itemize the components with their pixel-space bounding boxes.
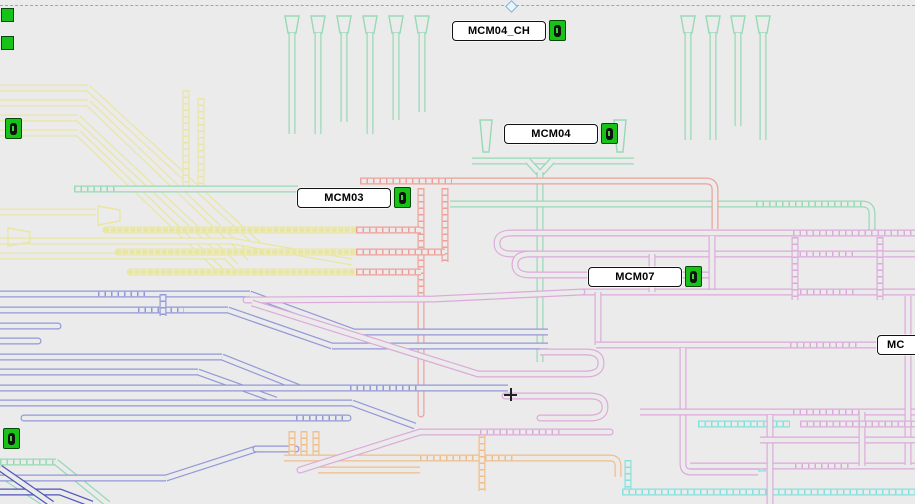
label-mcm_right[interactable]: MC	[877, 335, 915, 355]
status-indicator[interactable]	[394, 187, 411, 208]
status-indicator[interactable]	[3, 428, 20, 449]
label-mcm03[interactable]: MCM03	[297, 188, 391, 208]
label-mcm04[interactable]: MCM04	[504, 124, 598, 144]
indicator-glyph-icon	[690, 270, 697, 283]
indicator-glyph-icon	[554, 24, 561, 37]
indicator-glyph-icon	[10, 122, 17, 135]
indicator-glyph-icon	[399, 191, 406, 204]
status-indicator[interactable]	[1, 8, 14, 22]
tracks-orange	[284, 430, 622, 491]
status-indicator[interactable]	[549, 20, 566, 41]
tracks-yellow	[0, 84, 360, 276]
label-mcm07[interactable]: MCM07	[588, 267, 682, 287]
tracks-blue	[0, 290, 548, 482]
indicator-glyph-icon	[606, 127, 613, 140]
tracks-dark-blue	[0, 465, 94, 504]
page-guide-line	[0, 0, 915, 13]
status-indicator[interactable]	[601, 123, 618, 144]
status-indicator[interactable]	[685, 266, 702, 287]
crosshair-cursor	[504, 388, 517, 401]
label-mcm04_ch[interactable]: MCM04_CH	[452, 21, 546, 41]
tracks-pink	[242, 229, 915, 504]
status-indicator[interactable]	[5, 118, 22, 139]
indicator-glyph-icon	[8, 432, 15, 445]
status-indicator[interactable]	[1, 36, 14, 50]
